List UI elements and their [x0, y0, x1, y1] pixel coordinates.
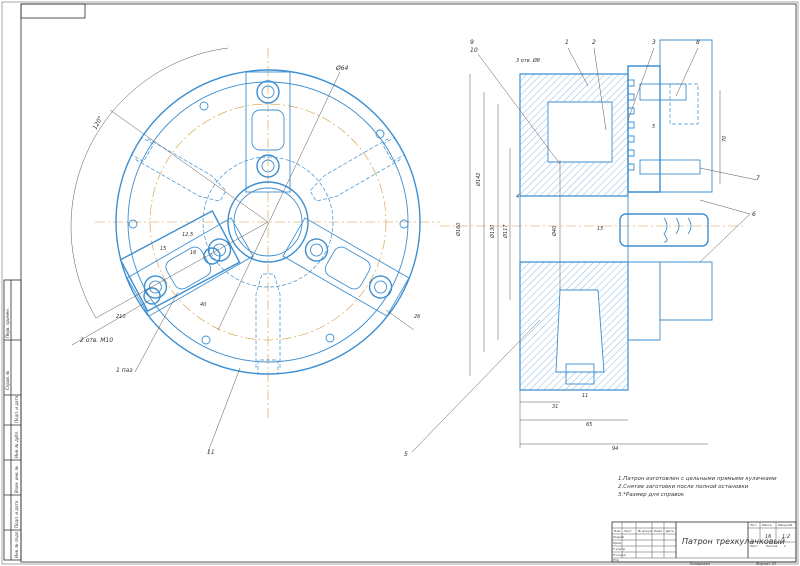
tb-row-list: Лист	[623, 529, 632, 533]
tb-row-izm: Изм.	[614, 529, 621, 533]
tb-scale-label: Масштаб	[778, 523, 792, 527]
label-part-10: 10	[470, 47, 478, 54]
dim-arc-120	[70, 47, 229, 319]
stamp-2: Справ. №	[5, 371, 10, 390]
tb-sheets-value: 1	[784, 544, 786, 548]
label-slot: 1 паз	[116, 367, 133, 374]
tb-role-2: Пров.	[613, 541, 622, 545]
note-2: 2.Снятие заготовки после полной остановк…	[618, 484, 749, 490]
label-dim-15-r: 15	[597, 226, 603, 232]
note-3: 3.*Размер для справок	[618, 492, 685, 498]
label-diam-160: Ø160	[455, 223, 462, 237]
label-part-2: 2	[592, 39, 596, 46]
label-dim-40: 40	[200, 302, 206, 308]
label-dim-15: 15	[160, 246, 166, 252]
jaw-left	[126, 217, 254, 317]
note-1: 1.Патрон изготовлен с цельными прямыми к…	[618, 476, 777, 482]
tb-role-4: Н.контр.	[613, 553, 626, 557]
label-holes-three: 3 отв. Ø8	[516, 57, 540, 64]
label-dim-70: 70	[722, 136, 728, 142]
tb-mass-label: Масса	[762, 523, 772, 527]
technical-notes: 1.Патрон изготовлен с цельными прямыми к…	[618, 476, 777, 498]
title-block-title: Патрон трехкулачковый	[682, 537, 785, 546]
label-dim-26: 26	[414, 314, 420, 320]
section-view: 9 10 1 2 3 8 7 6 5 3 отв. Ø8 Ø160 Ø142 Ø…	[404, 39, 760, 458]
top-left-box	[20, 3, 86, 19]
stamp-1: Перв. примен.	[5, 308, 10, 338]
label-angle-120: 120°	[92, 115, 105, 131]
tb-role-5: Утв.	[613, 558, 619, 562]
label-part-7: 7	[756, 175, 760, 182]
label-part-9: 9	[470, 39, 474, 46]
side-stamp: Перв. примен. Справ. № Подп. и дата Инв.…	[3, 279, 22, 561]
stamp-5: Взам. инв. №	[14, 466, 19, 493]
tb-sheet-label: Лист	[749, 544, 758, 548]
label-dim-65: 65	[586, 422, 592, 428]
label-dim-16: 16	[190, 250, 196, 256]
label-dim-210: 210	[116, 314, 126, 320]
label-part-5: 5	[404, 451, 408, 458]
tb-role-3: Т.контр.	[613, 547, 626, 551]
label-part-11: 11	[207, 449, 215, 456]
tb-sheets-label: Листов	[765, 544, 777, 548]
tb-copied: Копировал	[690, 562, 711, 566]
label-diam-130: Ø130	[489, 225, 496, 239]
tb-row-sign: Подп.	[654, 529, 663, 533]
tb-mass-value: 16	[765, 534, 771, 540]
label-diam-40: Ø40	[551, 226, 558, 237]
label-dim-5: 5	[652, 124, 655, 130]
label-diam-117: Ø117	[502, 224, 509, 239]
tb-row-doc: № докум.	[637, 529, 653, 533]
label-dim-11: 11	[582, 393, 588, 399]
label-diam-64: Ø64	[335, 65, 349, 72]
label-dim-94: 94	[612, 446, 618, 452]
tb-row-date: Дата	[665, 529, 674, 533]
label-diam-142: Ø142	[475, 173, 482, 187]
label-threaded-holes: 2 отв. М10	[80, 337, 113, 344]
title-block: Патрон трехкулачковый Изм. Лист № докум.…	[611, 521, 797, 566]
label-part-3: 3	[652, 39, 656, 46]
label-part-6: 6	[752, 211, 756, 218]
stamp-4: Инв. № дубл.	[14, 431, 19, 458]
stamp-3: Подп. и дата	[14, 395, 19, 423]
label-dim-31: 31	[552, 404, 558, 410]
label-dim-4: 4	[516, 194, 519, 200]
front-view: Ø64 120° 15 12,5 16 40 210 26 2 отв. М10…	[70, 47, 440, 456]
tb-lit-label: Лит.	[749, 523, 757, 527]
jaw-right	[282, 217, 410, 317]
label-part-1: 1	[565, 39, 569, 46]
stamp-7: Инв. № подл.	[14, 530, 19, 558]
label-dim-12-5: 12,5	[182, 232, 193, 238]
tb-format: Формат А3	[756, 562, 776, 566]
jaw-top	[245, 71, 291, 193]
tb-scale-value: 1:2	[782, 534, 790, 540]
stamp-6: Подп. и дата	[14, 500, 19, 528]
tb-role-1: Разраб.	[613, 535, 625, 539]
label-part-8: 8	[696, 39, 700, 46]
